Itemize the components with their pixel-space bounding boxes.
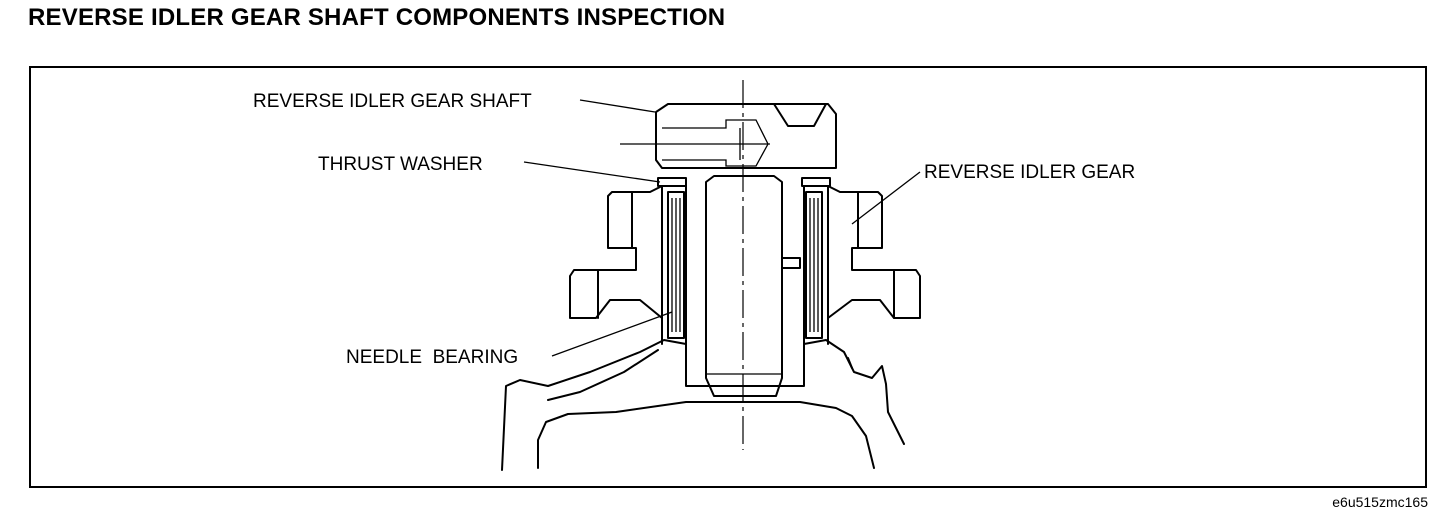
bearing-leader	[551, 311, 673, 357]
shaft-label: REVERSE IDLER GEAR SHAFT	[253, 91, 532, 112]
diagram-frame	[29, 66, 1427, 488]
shaft-head	[655, 103, 837, 169]
gear-leader	[851, 171, 921, 225]
bearing-label: NEEDLE BEARING	[346, 347, 518, 368]
gear-label: REVERSE IDLER GEAR	[924, 162, 1135, 183]
idler-gear-right	[827, 185, 921, 319]
shaft-body	[705, 175, 801, 397]
needle-bearing-left	[661, 185, 685, 345]
idler-gear-left	[569, 185, 663, 319]
figure-code: e6u515zmc165	[1332, 494, 1428, 510]
page-title: REVERSE IDLER GEAR SHAFT COMPONENTS INSP…	[28, 4, 726, 31]
transmission-case	[501, 339, 905, 471]
washer-label: THRUST WASHER	[318, 154, 483, 175]
housing-bore	[685, 185, 805, 387]
thrust-washer	[657, 177, 831, 187]
shaft-leader	[579, 99, 656, 113]
needle-bearing-right	[805, 185, 829, 345]
washer-leader	[523, 161, 661, 183]
